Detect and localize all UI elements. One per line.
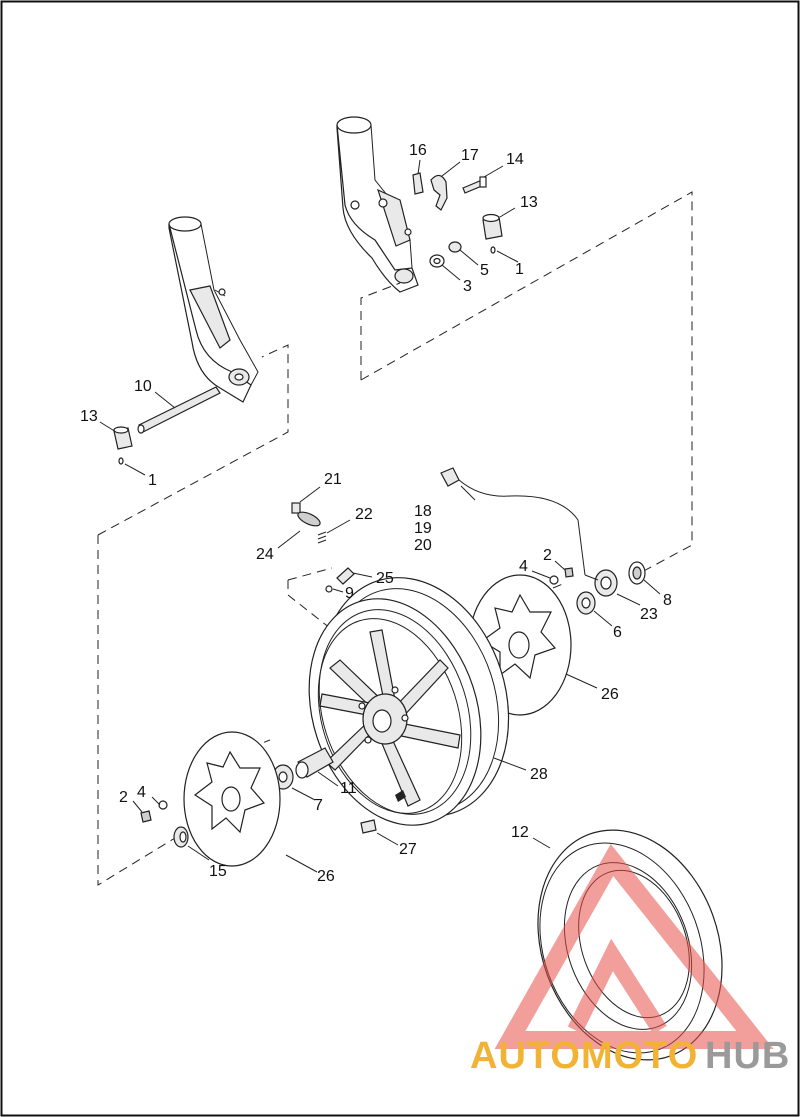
callout-5: 5 [480, 262, 489, 279]
washer-4-right [549, 575, 559, 585]
callout-6: 6 [613, 624, 622, 641]
watermark-logo [494, 843, 774, 1049]
rotor-left [183, 731, 281, 867]
screw-2-left [140, 810, 152, 823]
bracket-16 [412, 172, 424, 195]
valve-stem-assembly [291, 502, 355, 593]
callout-4-left: 4 [137, 784, 146, 801]
bearing-6 [576, 591, 596, 615]
callout-25: 25 [376, 570, 394, 587]
callout-26-right: 26 [601, 686, 619, 703]
wheel [308, 577, 510, 826]
callout-13-right: 13 [520, 194, 538, 211]
spacer-13-right [482, 213, 503, 240]
callout-27: 27 [399, 841, 417, 858]
left-fork-slider [168, 216, 259, 403]
nut-5 [448, 241, 462, 253]
screw-2-right [564, 567, 574, 578]
callout-26-left: 26 [317, 868, 335, 885]
callout-20: 20 [414, 537, 432, 554]
bolt-14 [462, 176, 487, 194]
abs-sensor [440, 467, 618, 597]
watermark-text: AUTOMOTO HUB [470, 1035, 790, 1077]
callout-15: 15 [209, 863, 227, 880]
callout-28: 28 [530, 766, 548, 783]
spacer-tube-11 [295, 747, 334, 779]
callout-16: 16 [409, 142, 427, 159]
callout-21: 21 [324, 471, 342, 488]
o-ring-right [490, 246, 496, 254]
callout-18: 18 [414, 503, 432, 520]
callout-2-right: 2 [543, 547, 552, 564]
callout-19: 19 [414, 520, 432, 537]
callout-23: 23 [640, 606, 658, 623]
callout-24: 24 [256, 546, 274, 563]
spacer-left [113, 426, 133, 450]
cap-15 [173, 826, 189, 848]
callout-9: 9 [345, 585, 354, 602]
right-fork-slider [336, 116, 419, 293]
callout-14: 14 [506, 151, 524, 168]
callout-3: 3 [463, 278, 472, 295]
callout-7: 7 [314, 797, 323, 814]
bracket-17 [430, 174, 448, 211]
axle [137, 386, 221, 434]
callout-10: 10 [134, 378, 152, 395]
o-ring-left [118, 457, 124, 465]
encoder-ring-8 [628, 561, 646, 585]
assembly-lines [97, 191, 693, 886]
callout-17: 17 [461, 147, 479, 164]
washer-4-left [158, 800, 168, 810]
callout-1-left: 1 [148, 472, 157, 489]
leader-lines [99, 159, 661, 873]
callout-22: 22 [355, 506, 373, 523]
callout-13-left: 13 [80, 408, 98, 425]
balance-weight-27 [360, 819, 377, 834]
callout-8: 8 [663, 592, 672, 609]
callout-2-left: 2 [119, 789, 128, 806]
watermark-text-part2: HUB [705, 1035, 790, 1077]
callout-12: 12 [511, 824, 529, 841]
callout-1-right: 1 [515, 261, 524, 278]
watermark-text-part1: AUTOMOTO [470, 1035, 698, 1077]
callout-11: 11 [340, 780, 357, 797]
callout-4-right: 4 [519, 558, 528, 575]
callout-labels: 16 17 14 13 1 5 3 10 13 1 21 22 18 19 20… [80, 142, 672, 885]
